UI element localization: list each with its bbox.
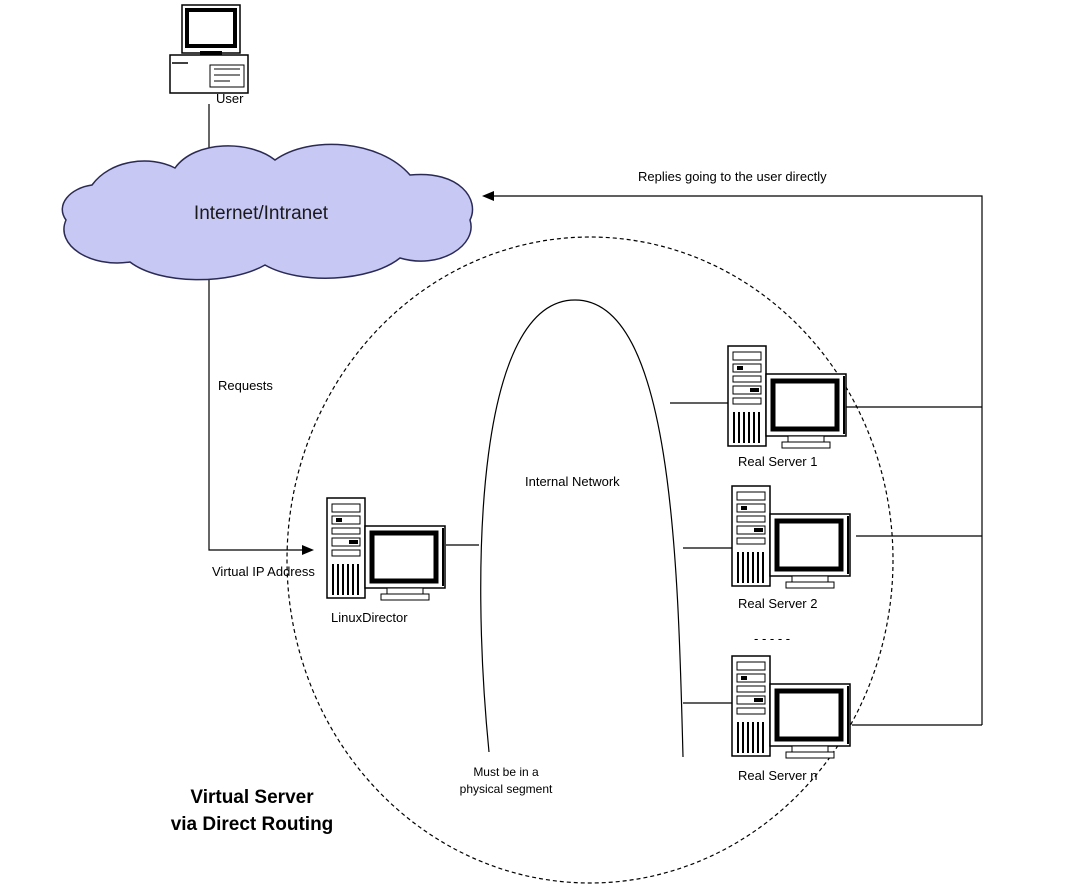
- real-server-n-label: Real Server n: [738, 768, 817, 783]
- vip-label: Virtual IP Address: [212, 564, 315, 579]
- real-server-2-icon: [732, 486, 850, 588]
- user-label: User: [216, 91, 244, 106]
- replies-path: [492, 195, 983, 725]
- internal-network-segment: [480, 299, 684, 758]
- real-server-n-icon: [732, 656, 850, 758]
- diagram-title-line2: via Direct Routing: [171, 814, 334, 835]
- segment-label-line1: Must be in a: [473, 765, 539, 779]
- internal-network-label: Internal Network: [525, 474, 620, 489]
- segment-label-line2: physical segment: [460, 782, 553, 796]
- linux-director-server-icon: [327, 498, 445, 600]
- requests-path: [208, 278, 304, 551]
- real-server-1-label: Real Server 1: [738, 454, 817, 469]
- director-label: LinuxDirector: [331, 610, 408, 625]
- replies-label: Replies going to the user directly: [638, 169, 827, 184]
- requests-label: Requests: [218, 378, 273, 393]
- virtual-server-boundary: [286, 236, 894, 884]
- real-server-2-label: Real Server 2: [738, 596, 817, 611]
- internet-cloud: [61, 143, 474, 281]
- diagram-title-line1: Virtual Server: [190, 787, 314, 808]
- servers-ellipsis: - - - - -: [754, 631, 790, 646]
- requests-arrow: [302, 545, 314, 555]
- replies-arrow: [482, 191, 494, 201]
- cloud-label: Internet/Intranet: [194, 203, 329, 224]
- user-computer-icon: [168, 3, 250, 95]
